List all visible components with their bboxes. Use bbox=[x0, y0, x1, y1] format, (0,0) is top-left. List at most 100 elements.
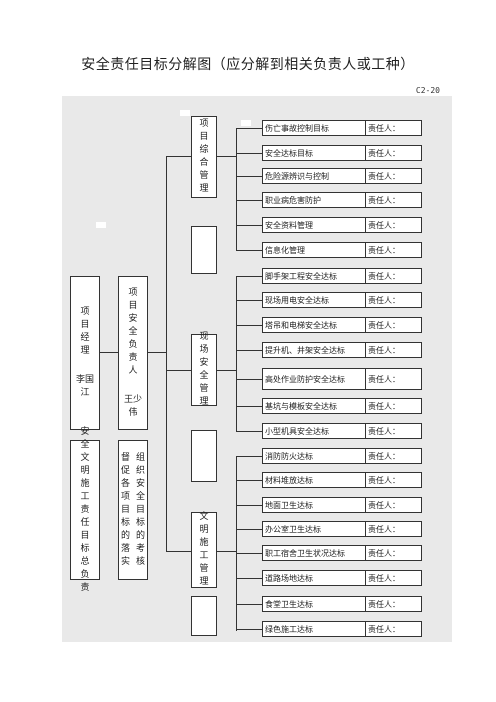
connector-line bbox=[236, 553, 262, 554]
target-row: 安全资料管理责任人： bbox=[262, 217, 422, 233]
group-box-site-safety: 现场安全管理 bbox=[191, 332, 217, 407]
label-patch bbox=[180, 110, 190, 116]
target-name: 办公室卫生达标 bbox=[263, 522, 366, 536]
responsible-cell: 责任人： bbox=[368, 624, 400, 634]
target-row: 职业病危害防护责任人： bbox=[262, 192, 422, 208]
target-name: 小型机具安全达标 bbox=[263, 424, 366, 438]
connector-line bbox=[166, 156, 191, 157]
target-name: 提升机、井架安全达标 bbox=[263, 343, 366, 357]
responsible-cell: 责任人： bbox=[368, 148, 400, 158]
target-name: 信息化管理 bbox=[263, 243, 366, 257]
connector-line bbox=[217, 370, 236, 371]
connector-line bbox=[217, 551, 236, 552]
target-name: 消防防火达标 bbox=[263, 449, 366, 463]
target-row: 办公室卫生达标责任人： bbox=[262, 521, 422, 537]
target-name: 安全达标目标 bbox=[263, 146, 366, 160]
connector-line bbox=[236, 578, 262, 579]
group-name: 文明施工管理 bbox=[199, 512, 209, 587]
target-name: 伤亡事故控制目标 bbox=[263, 121, 366, 135]
pm-duty-box: 安全文明施工责任目标总负责 bbox=[70, 427, 100, 593]
target-name: 职业病危害防护 bbox=[263, 193, 366, 207]
group-blank-box bbox=[191, 226, 217, 274]
connector-line bbox=[236, 176, 262, 177]
connector-line bbox=[236, 200, 262, 201]
safety-head-box: 项目安全负责人 王少伟 bbox=[118, 276, 148, 430]
connector-line bbox=[236, 128, 237, 251]
group-name: 项目综合管理 bbox=[199, 119, 209, 194]
target-name: 地面卫生达标 bbox=[263, 498, 366, 512]
responsible-cell: 责任人： bbox=[368, 548, 400, 558]
connector-line bbox=[236, 505, 262, 506]
responsible-cell: 责任人： bbox=[368, 123, 400, 133]
connector-line bbox=[236, 379, 262, 380]
target-row: 小型机具安全达标责任人： bbox=[262, 423, 422, 439]
pm-role: 项目经理 bbox=[80, 307, 90, 356]
connector-line bbox=[236, 225, 262, 226]
target-row: 高处作业防护安全达标责任人： bbox=[262, 368, 422, 390]
connector-line bbox=[217, 156, 236, 157]
responsible-cell: 责任人： bbox=[368, 295, 400, 305]
connector-line bbox=[166, 370, 191, 371]
target-row: 消防防火达标责任人： bbox=[262, 448, 422, 464]
label-patch bbox=[96, 222, 106, 228]
page-title: 安全责任目标分解图（应分解到相关负责人或工种） bbox=[81, 57, 415, 73]
target-row: 危险源辨识与控制责任人： bbox=[262, 168, 422, 184]
target-row: 现场用电安全达标责任人： bbox=[262, 292, 422, 308]
responsible-cell: 责任人： bbox=[368, 573, 400, 583]
target-row: 信息化管理责任人： bbox=[262, 242, 422, 258]
target-row: 道路场地达标责任人： bbox=[262, 570, 422, 586]
responsible-cell: 责任人： bbox=[368, 451, 400, 461]
target-row: 脚手架工程安全达标责任人： bbox=[262, 268, 422, 284]
safety-head-role: 项目安全负责人 bbox=[128, 287, 138, 376]
safety-head-duty-2: 督促各项目标的落实 bbox=[120, 452, 130, 567]
target-name: 安全资料管理 bbox=[263, 218, 366, 232]
responsible-cell: 责任人： bbox=[368, 171, 400, 181]
group-blank-box bbox=[191, 596, 217, 636]
target-row: 伤亡事故控制目标责任人： bbox=[262, 120, 422, 136]
target-row: 食堂卫生达标责任人： bbox=[262, 596, 422, 612]
responsible-cell: 责任人： bbox=[368, 374, 400, 384]
responsible-cell: 责任人： bbox=[368, 524, 400, 534]
target-row: 职工宿舍卫生状况达标责任人： bbox=[262, 545, 422, 561]
target-row: 塔吊和电梯安全达标责任人： bbox=[262, 317, 422, 333]
target-name: 道路场地达标 bbox=[263, 571, 366, 585]
target-row: 材料堆放达标责任人： bbox=[262, 472, 422, 488]
responsible-cell: 责任人： bbox=[368, 320, 400, 330]
responsible-cell: 责任人： bbox=[368, 220, 400, 230]
connector-line bbox=[236, 300, 262, 301]
responsible-cell: 责任人： bbox=[368, 599, 400, 609]
connector-line bbox=[236, 276, 237, 432]
target-row: 地面卫生达标责任人： bbox=[262, 497, 422, 513]
pm-name: 李国江 bbox=[75, 375, 94, 398]
group-name: 现场安全管理 bbox=[199, 332, 209, 407]
connector-line bbox=[236, 153, 262, 154]
target-row: 基坑与模板安全达标责任人： bbox=[262, 398, 422, 414]
target-name: 危险源辨识与控制 bbox=[263, 169, 366, 183]
connector-line bbox=[236, 250, 262, 251]
target-name: 材料堆放达标 bbox=[263, 473, 366, 487]
connector-line bbox=[236, 604, 262, 605]
connector-line bbox=[236, 456, 262, 457]
connector-line bbox=[236, 350, 262, 351]
target-name: 塔吊和电梯安全达标 bbox=[263, 318, 366, 332]
responsible-cell: 责任人： bbox=[368, 475, 400, 485]
pm-duty: 安全文明施工责任目标总负责 bbox=[80, 426, 90, 593]
form-code: C2-20 bbox=[415, 86, 440, 95]
safety-head-name: 王少伟 bbox=[123, 394, 142, 418]
target-name: 现场用电安全达标 bbox=[263, 293, 366, 307]
target-name: 基坑与模板安全达标 bbox=[263, 399, 366, 413]
project-manager-box: 项目经理 李国江 bbox=[70, 276, 100, 430]
target-name: 绿色施工达标 bbox=[263, 622, 366, 636]
target-name: 高处作业防护安全达标 bbox=[263, 369, 366, 389]
connector-line bbox=[236, 431, 262, 432]
responsible-cell: 责任人： bbox=[368, 245, 400, 255]
responsible-cell: 责任人： bbox=[368, 195, 400, 205]
target-name: 食堂卫生达标 bbox=[263, 597, 366, 611]
safety-head-duty-box: 组织安全目标的考核 督促各项目标的落实 bbox=[118, 440, 148, 580]
safety-head-duty-1: 组织安全目标的考核 bbox=[135, 452, 145, 567]
target-row: 绿色施工达标责任人： bbox=[262, 621, 422, 637]
responsible-cell: 责任人： bbox=[368, 271, 400, 281]
connector-line bbox=[236, 325, 262, 326]
group-box-comprehensive: 项目综合管理 bbox=[191, 116, 217, 198]
connector-line bbox=[166, 156, 167, 552]
